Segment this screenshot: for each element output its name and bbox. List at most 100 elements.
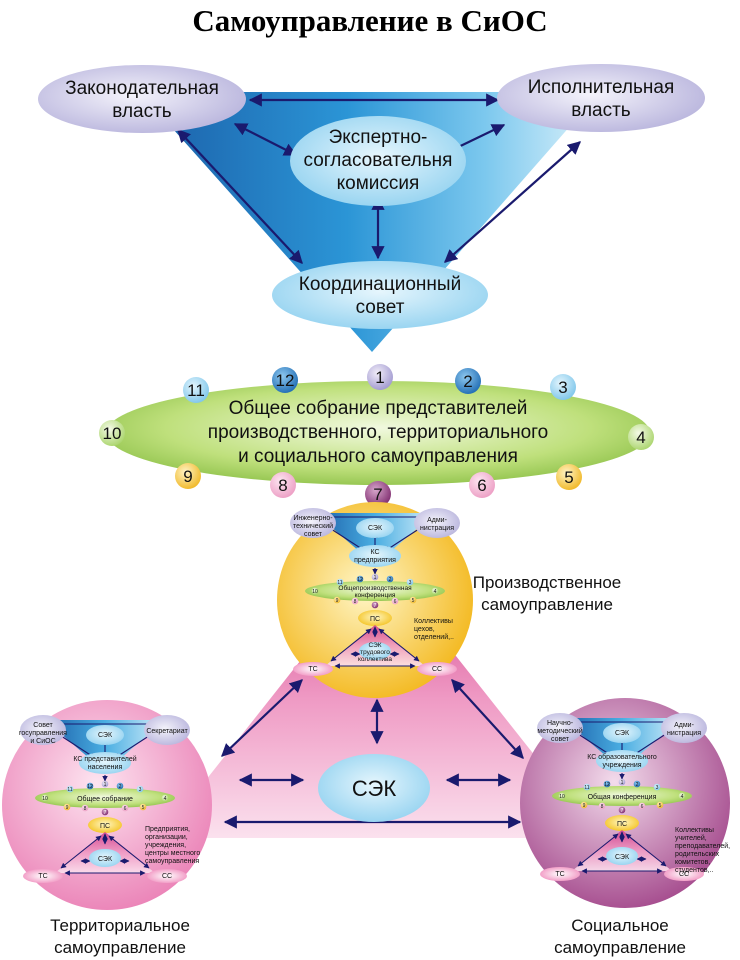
page-title: Самоуправление в СиОС: [192, 3, 547, 38]
center-connections: СЭК: [221, 679, 524, 829]
soc-ps: ПС: [617, 821, 627, 828]
expert-commission: [290, 116, 466, 206]
terr-left-3: и СиОС: [30, 738, 55, 745]
terr-note-3: учреждения,: [145, 842, 186, 849]
soc-sek2: СЭК: [615, 854, 630, 861]
arrow-production-territorial: [221, 679, 303, 757]
terr-note-2: организации,: [145, 834, 188, 841]
badge-1-label: 1: [375, 368, 384, 387]
production-self-government: Инженерно- технический совет Адми- нистр…: [277, 502, 621, 698]
prod-assembly-1: Общепроизводственная: [338, 584, 412, 592]
soc-left-3: совет: [551, 736, 570, 743]
soc-cc: СС: [679, 871, 689, 878]
center-sek-label: СЭК: [352, 776, 396, 801]
executive-label-2: власть: [571, 100, 631, 121]
prod-note-2: цехов,: [414, 626, 435, 633]
production-caption-2: самоуправление: [481, 595, 613, 614]
assembly-ellipse: [106, 381, 650, 485]
assembly-text-2: производственного, территориального: [208, 422, 548, 443]
assembly-text-1: Общее собрание представителей: [229, 398, 528, 419]
soc-right-2: нистрация: [667, 730, 701, 737]
badge-5: [556, 464, 582, 490]
badge-4-label: 4: [636, 428, 645, 447]
territorial-caption-2: самоуправление: [54, 938, 186, 957]
soc-note-2: учителей,: [675, 834, 707, 842]
soc-sek: СЭК: [615, 730, 630, 737]
prod-ks-2: предприятия: [354, 557, 396, 564]
prod-right-2: нистрация: [420, 525, 454, 532]
terr-sek: СЭК: [98, 732, 113, 739]
badge-8: [270, 472, 296, 498]
territorial-self-government: Совет госуправления и СиОС Секретариат С…: [2, 700, 212, 957]
soc-assembly-1: Общая конференция: [588, 793, 657, 801]
soc-note-3: преподавателей,: [675, 842, 730, 850]
terr-left-1: Совет: [33, 722, 53, 729]
executive-label-1: Исполнительная: [528, 77, 675, 98]
prod-left-1: Инженерно-: [293, 515, 333, 522]
terr-note-1: Предприятия,: [145, 826, 190, 833]
badge-3: [550, 374, 576, 400]
terr-note-5: самоуправления: [145, 858, 199, 865]
prod-right-1: Адми-: [427, 517, 447, 524]
terr-left-2: госуправления: [19, 730, 67, 737]
prod-note-1: Коллективы: [414, 618, 453, 625]
soc-note-4: родительских: [675, 851, 720, 858]
badge-9-label: 9: [183, 467, 192, 486]
production-caption-1: Производственное: [473, 573, 622, 592]
soc-right-1: Адми-: [674, 722, 694, 729]
terr-ps: ПС: [100, 823, 110, 830]
general-assembly: Общее собрание представителей производст…: [99, 364, 654, 507]
soc-tc: ТС: [555, 871, 564, 878]
badge-9: [175, 463, 201, 489]
social-caption-1: Социальное: [571, 916, 669, 935]
center-sek: [318, 754, 430, 822]
soc-left-2: методический: [537, 727, 582, 735]
badge-12: [272, 367, 298, 393]
arrow-legislative-council: [177, 129, 303, 264]
badge-3-label: 3: [558, 378, 567, 397]
arrow-executive-council: [444, 141, 581, 263]
terr-cc: СС: [162, 873, 172, 880]
legislative-label-1: Законодательная: [65, 78, 219, 99]
prod-sek2-2: трудового: [360, 649, 390, 656]
terr-ks-2: населения: [88, 764, 123, 771]
badge-6: [469, 472, 495, 498]
badge-7: [365, 481, 391, 507]
executive-power: [497, 64, 705, 132]
prod-sek2-3: коллектива: [358, 656, 392, 663]
badge-10: [99, 420, 125, 446]
prod-assembly-2: конференция: [355, 592, 396, 599]
soc-note-6: студентов,..: [675, 867, 714, 874]
social-self-government: Научно- методический совет Адми- нистрац…: [520, 698, 730, 957]
prod-note-3: отделений,..: [414, 633, 454, 641]
soc-note-1: Коллективы: [675, 827, 714, 834]
council-label-2: совет: [356, 297, 405, 318]
commission-label-3: комиссия: [337, 173, 420, 194]
soc-ks-2: учреждения: [602, 762, 641, 769]
prod-sek: СЭК: [368, 525, 383, 532]
territorial-caption-1: Территориальное: [50, 916, 190, 935]
soc-note-5: комитетов,: [675, 859, 710, 866]
commission-label-2: согласовательня: [304, 150, 453, 171]
terr-sek2: СЭК: [98, 856, 113, 863]
council-label-1: Координационный: [299, 274, 461, 295]
prod-left-3: совет: [304, 531, 323, 538]
soc-left-1: Научно-: [547, 720, 574, 727]
prod-ks-1: КС: [370, 549, 379, 556]
badge-2: [455, 368, 481, 394]
badge-7-label: 7: [373, 485, 382, 504]
prod-ps: ПС: [370, 616, 380, 623]
prod-sek2-1: СЭК: [368, 642, 381, 649]
terr-ks-1: КС представителей: [73, 755, 136, 763]
terr-note-4: центры местного: [145, 850, 200, 857]
badge-5-label: 5: [564, 468, 573, 487]
commission-label-1: Экспертно-: [329, 127, 428, 148]
assembly-number-badges: 1 2 3 4 5 6 7 8 9 10 11 12: [99, 364, 654, 507]
badge-1: [367, 364, 393, 390]
prod-tc: ТС: [308, 666, 317, 673]
prod-cc: СС: [432, 666, 442, 673]
badge-2-label: 2: [463, 372, 472, 391]
assembly-text-3: и социального самоуправления: [238, 446, 518, 467]
badge-6-label: 6: [477, 476, 486, 495]
